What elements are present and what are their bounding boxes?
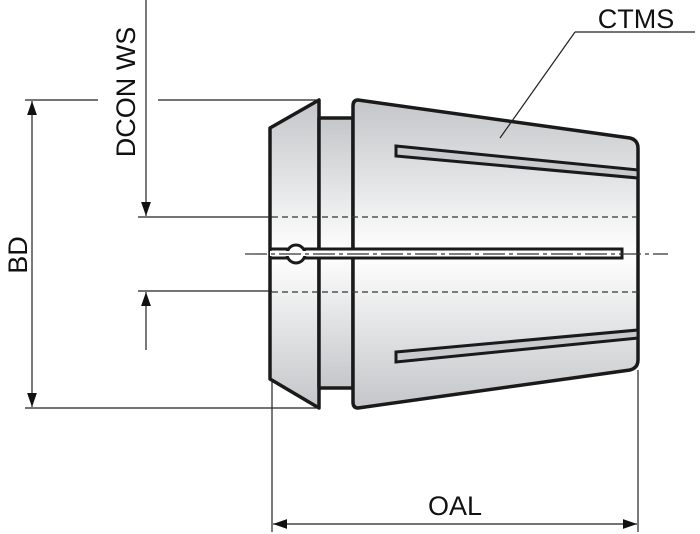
dcon-ws-label: DCON WS (111, 27, 141, 158)
slot-bottom (394, 328, 640, 364)
collet-body (245, 98, 668, 410)
bd-dimension: BD (3, 99, 318, 409)
slot-top (394, 144, 640, 180)
bd-label: BD (3, 236, 33, 274)
dcon-ws-dimension: DCON WS (111, 0, 272, 350)
ctms-label: CTMS (598, 4, 675, 34)
oal-dimension: OAL (271, 370, 639, 532)
oal-label: OAL (428, 491, 482, 521)
ctms-callout: CTMS (499, 4, 695, 139)
